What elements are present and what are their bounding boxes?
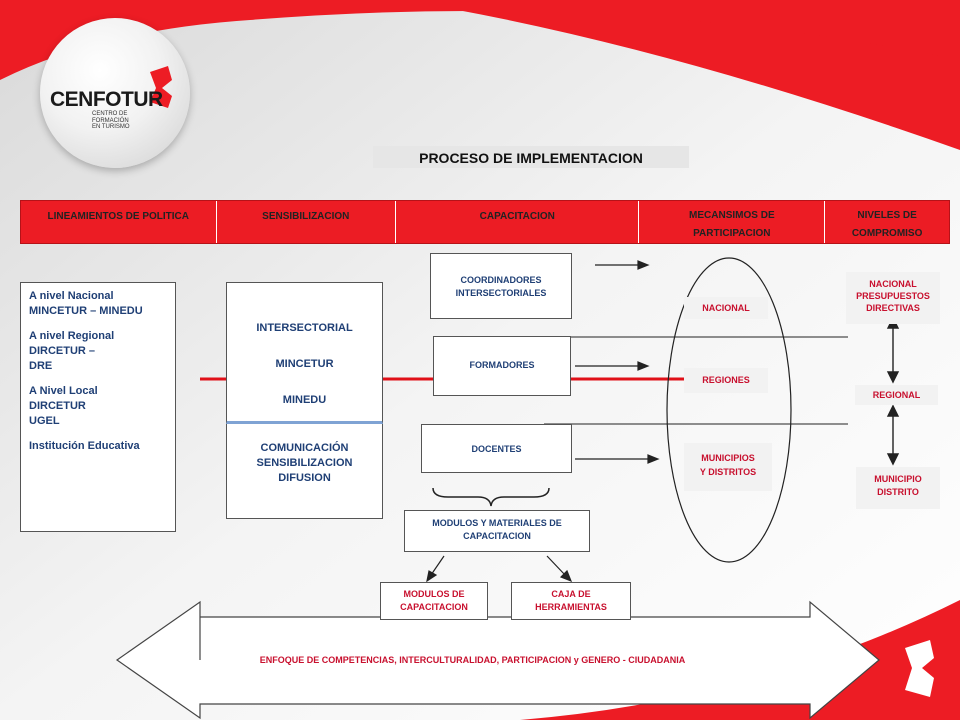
bottom-arrow-text: ENFOQUE DE COMPETENCIAS, INTERCULTURALID…	[259, 655, 686, 665]
compromiso-regional: REGIONAL	[855, 385, 938, 405]
header-lineamientos: LINEAMIENTOS DE POLITICA	[21, 201, 217, 243]
comunicacion-box: COMUNICACIÓN SENSIBILIZACION DIFUSION	[226, 424, 383, 519]
header-niveles: NIVELES DE COMPROMISO	[851, 210, 923, 239]
header-row: LINEAMIENTOS DE POLITICA SENSIBILIZACION…	[20, 200, 950, 244]
docentes-box: DOCENTES	[421, 424, 572, 473]
formadores-box: FORMADORES	[433, 336, 571, 396]
double-arrow-bottom	[886, 404, 900, 466]
compromiso-municipio: MUNICIPIO DISTRITO	[856, 467, 940, 509]
lineamientos-box: A nivel Nacional MINCETUR – MINEDU A niv…	[20, 282, 176, 532]
bracket-icon	[432, 487, 550, 507]
arrow-coordinadores	[595, 260, 650, 270]
modulos-materiales-box: MODULOS Y MATERIALES DE CAPACITACION	[404, 510, 590, 552]
arrow-to-caja	[546, 555, 573, 583]
participacion-municipios: MUNICIPIOS Y DISTRITOS	[684, 443, 772, 491]
logo-subtitle: CENTRO DE FORMACIÓN EN TURISMO	[92, 111, 130, 130]
bottom-double-arrow	[115, 600, 880, 720]
coordinadores-box: COORDINADORES INTERSECTORIALES	[430, 253, 572, 319]
arrow-formadores	[575, 361, 650, 371]
page-title: PROCESO DE IMPLEMENTACION	[373, 146, 689, 168]
caja-herramientas-box: CAJA DE HERRAMIENTAS	[511, 582, 631, 620]
intersectorial-box: INTERSECTORIAL MINCETUR MINEDU	[226, 282, 383, 424]
double-arrow-top	[886, 316, 900, 384]
modulos-box: MODULOS DE CAPACITACION	[380, 582, 488, 620]
participacion-nacional: NACIONAL	[684, 297, 768, 319]
arrow-docentes	[575, 454, 660, 464]
header-capacitacion: CAPACITACION	[396, 201, 640, 243]
logo-name: CENFOTUR	[50, 88, 163, 111]
participation-ellipse	[666, 257, 792, 563]
corner-logo-icon	[905, 640, 934, 697]
compromiso-nacional: NACIONAL PRESUPUESTOS DIRECTIVAS	[846, 272, 940, 324]
arrow-to-modulos	[426, 555, 445, 583]
header-mecanismos: MECANSIMOS DE PARTICIPACION	[639, 201, 826, 243]
participacion-regiones: REGIONES	[684, 368, 768, 393]
header-sensibilizacion: SENSIBILIZACION	[217, 201, 397, 243]
